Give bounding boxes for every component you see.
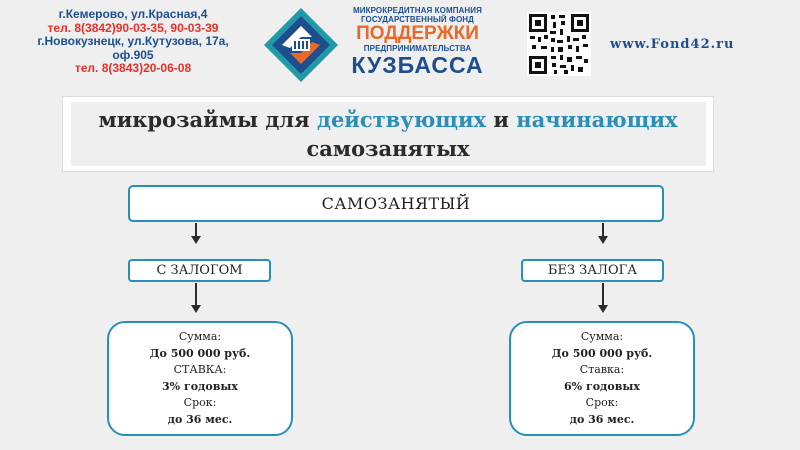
logo-text: МИКРОКРЕДИТНАЯ КОМПАНИЯ ГОСУДАРСТВЕННЫЙ …	[345, 6, 490, 77]
sum-value: До 500 000 руб.	[551, 346, 653, 360]
connector-line	[602, 223, 604, 236]
arrow-down-icon	[598, 236, 608, 244]
main-node-self-employed: САМОЗАНЯТЫЙ	[128, 185, 664, 222]
term-value: до 36 мес.	[167, 412, 233, 426]
logo-line3: ПОДДЕРЖКИ	[356, 23, 479, 44]
title-part1: микрозаймы для	[98, 107, 317, 132]
option-without-collateral: БЕЗ ЗАЛОГА	[521, 259, 664, 282]
title-inner: микрозаймы для действующих и начинающих …	[70, 102, 706, 166]
sum-label: Сумма:	[580, 330, 624, 343]
phone-novokuznetsk[interactable]: тел. 8(3843)20-06-08	[74, 61, 192, 75]
rate-label: Ставка:	[579, 363, 625, 376]
term-label: Срок:	[183, 396, 217, 409]
website-link[interactable]: www.Fond42.ru	[610, 37, 735, 52]
logo-line4: ПРЕДПРИНИМАТЕЛЬСТВА	[363, 44, 472, 53]
rate-value: 6% годовых	[564, 379, 640, 393]
sum-label: Сумма:	[178, 330, 222, 343]
title-highlight-active: действующих	[316, 107, 487, 132]
logo-emblem-icon	[262, 6, 340, 84]
sum-value: До 500 000 руб.	[149, 346, 251, 360]
option-with-collateral: С ЗАЛОГОМ	[128, 259, 271, 282]
address-kemerovo: г.Кемерово, ул.Красная,4	[58, 7, 208, 21]
rate-value: 3% годовых	[162, 379, 238, 393]
arrow-down-icon	[598, 305, 608, 313]
title-box: микрозаймы для действующих и начинающих …	[63, 97, 713, 171]
arrow-down-icon	[191, 305, 201, 313]
qr-code-icon[interactable]	[527, 12, 591, 76]
contacts-block: г.Кемерово, ул.Красная,4 тел. 8(3842)90-…	[18, 7, 248, 76]
connector-line	[195, 283, 197, 305]
rate-label: СТАВКА:	[173, 363, 227, 376]
connector-line	[195, 223, 197, 236]
address-novokuznetsk-line1: г.Новокузнецк, ул.Кутузова, 17а,	[37, 34, 229, 48]
title-highlight-starting: начинающих	[516, 107, 678, 132]
phone-kemerovo[interactable]: тел. 8(3842)90-03-35, 90-03-39	[47, 20, 219, 35]
address-novokuznetsk-line2: оф.905	[112, 47, 154, 62]
term-value: до 36 мес.	[569, 412, 635, 426]
term-label: Срок:	[585, 396, 619, 409]
title-part2: и	[486, 107, 517, 132]
title-line2: самозанятых	[306, 136, 470, 161]
info-without-collateral: Сумма: До 500 000 руб. Ставка: 6% годовы…	[509, 321, 695, 436]
arrow-down-icon	[191, 236, 201, 244]
title-line1: микрозаймы для действующих и начинающих	[98, 105, 677, 134]
logo-line5: КУЗБАССА	[351, 52, 484, 78]
logo-line1: МИКРОКРЕДИТНАЯ КОМПАНИЯ	[352, 6, 483, 15]
info-with-collateral: Сумма: До 500 000 руб. СТАВКА: 3% годовы…	[107, 321, 293, 436]
logo-line2: ГОСУДАРСТВЕННЫЙ ФОНД	[361, 15, 474, 24]
connector-line	[602, 283, 604, 305]
